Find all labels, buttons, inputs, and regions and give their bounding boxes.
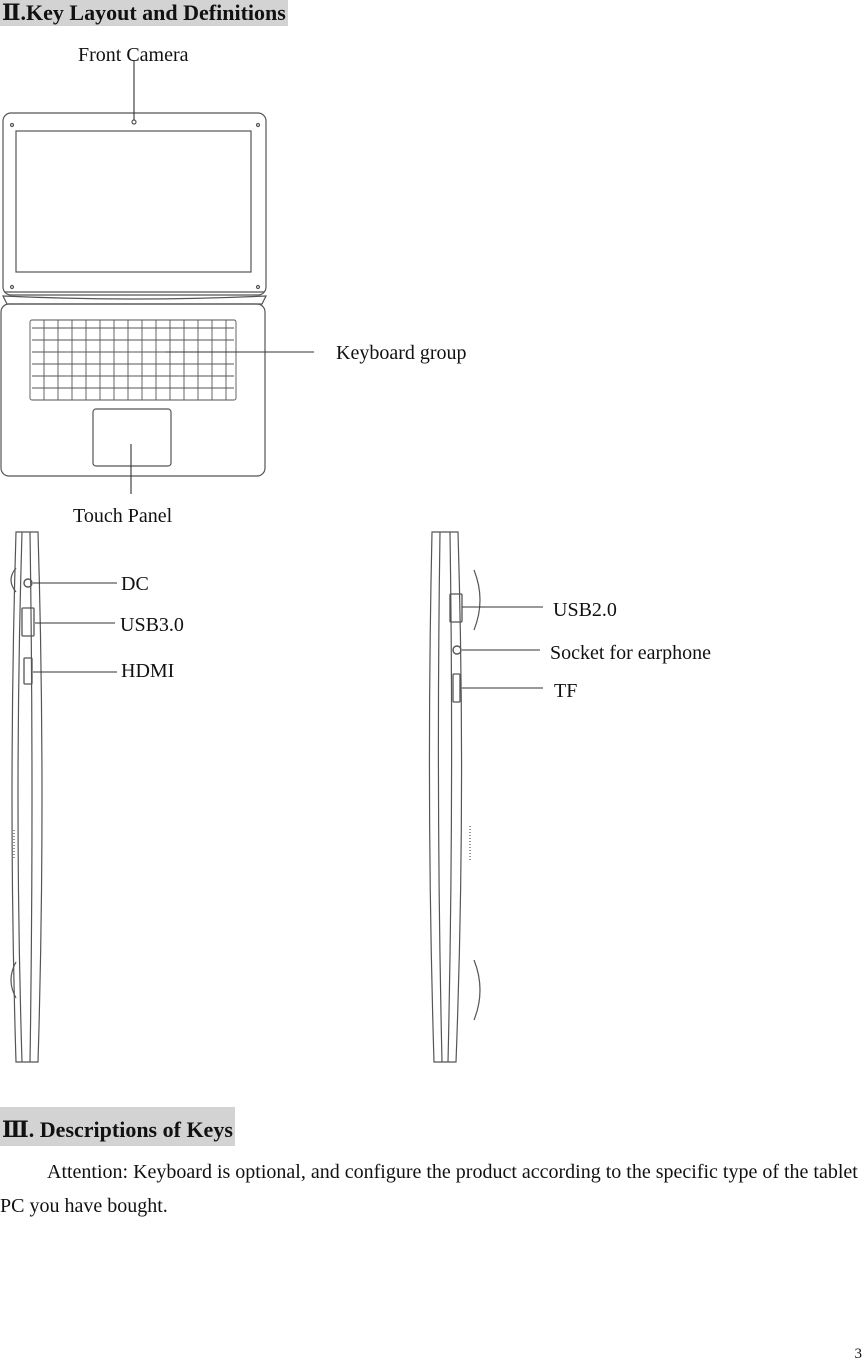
laptop-lid — [2, 112, 267, 296]
touchpad — [92, 408, 172, 467]
heading-title: .Key Layout and Definitions — [20, 0, 286, 25]
laptop-diagram — [0, 60, 543, 1063]
heading-numeral: Ⅱ — [2, 0, 21, 25]
label-usb20: USB2.0 — [553, 599, 617, 621]
keyboard-keys — [29, 319, 237, 401]
label-touch-panel: Touch Panel — [73, 505, 173, 527]
label-earphone-socket: Socket for earphone — [550, 642, 712, 664]
laptop-base — [0, 303, 266, 477]
label-hdmi: HDMI — [121, 660, 175, 682]
right-side-view — [428, 531, 481, 1063]
heading-numeral: Ⅲ — [2, 1117, 29, 1142]
page-number: 3 — [854, 1346, 863, 1362]
label-dc: DC — [121, 573, 149, 595]
label-front-camera: Front Camera — [78, 44, 189, 66]
left-side-view — [10, 531, 43, 1063]
section-heading-key-layout: Ⅱ.Key Layout and Definitions — [0, 0, 288, 26]
attention-paragraph: Attention: Keyboard is optional, and con… — [0, 1161, 858, 1217]
heading-title: . Descriptions of Keys — [28, 1117, 233, 1142]
label-usb30: USB3.0 — [120, 614, 184, 636]
section-heading-descriptions: Ⅲ. Descriptions of Keys — [0, 1107, 235, 1146]
label-keyboard-group: Keyboard group — [336, 342, 467, 364]
label-tf: TF — [554, 680, 578, 702]
